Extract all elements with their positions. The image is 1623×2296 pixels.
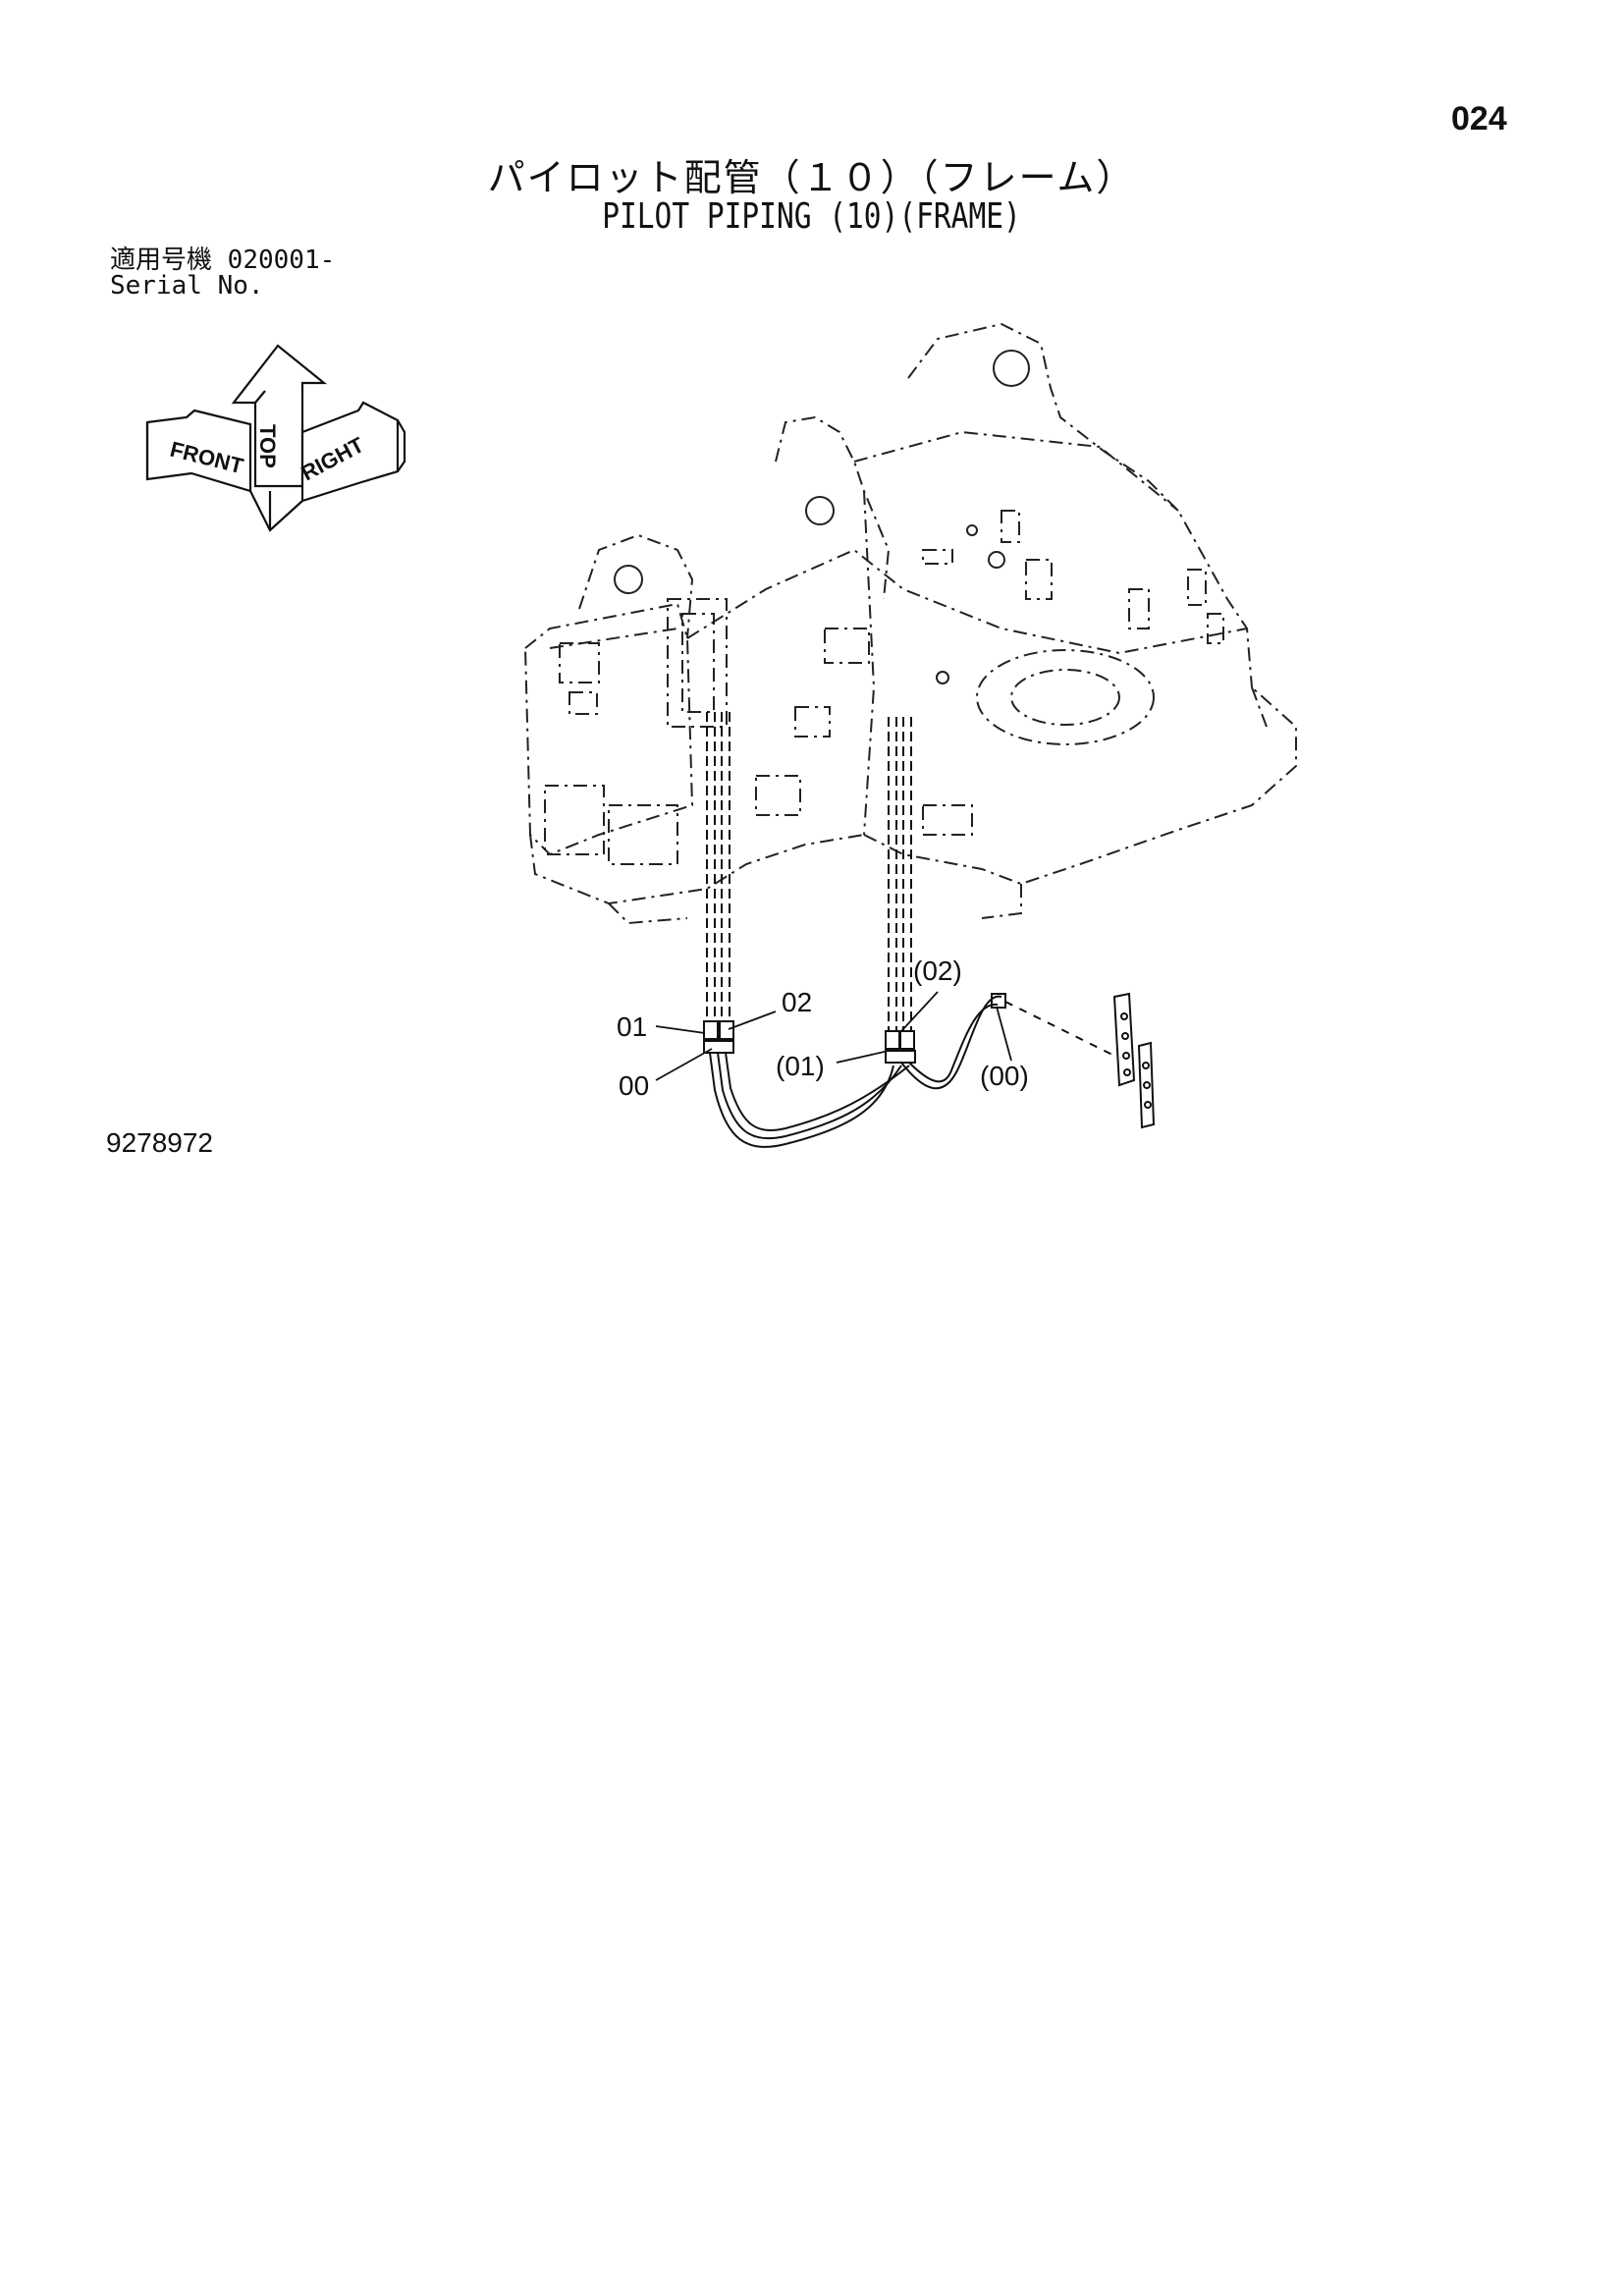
title-japanese: パイロット配管（１０）（フレーム）: [487, 156, 1136, 199]
frame-details: [614, 350, 1030, 684]
frame-outline: [524, 322, 1297, 925]
serial-value: 020001-: [227, 246, 336, 275]
callout-01-paren: (01): [776, 1051, 825, 1081]
pilot-hose-assembly: [703, 712, 1156, 1148]
serial-label-japanese: 適用号機: [110, 246, 213, 275]
callout-00: 00: [619, 1070, 649, 1101]
direction-top-label: TOP: [255, 424, 280, 468]
leader-lines: [655, 991, 1012, 1081]
serial-block: 適用号機 020001- Serial No.: [110, 247, 335, 299]
title-english: PILOT PIPING (10)(FRAME): [602, 196, 1021, 237]
callout-01: 01: [617, 1011, 647, 1042]
callout-02-paren: (02): [913, 956, 962, 986]
drawing-number: 9278972: [106, 1127, 214, 1158]
page-number: 024: [1451, 100, 1507, 137]
direction-indicator: FRONT TOP RIGHT: [145, 344, 406, 532]
callout-02: 02: [782, 987, 812, 1017]
serial-label-english: Serial No.: [110, 271, 264, 301]
callout-00-paren: (00): [980, 1061, 1029, 1091]
